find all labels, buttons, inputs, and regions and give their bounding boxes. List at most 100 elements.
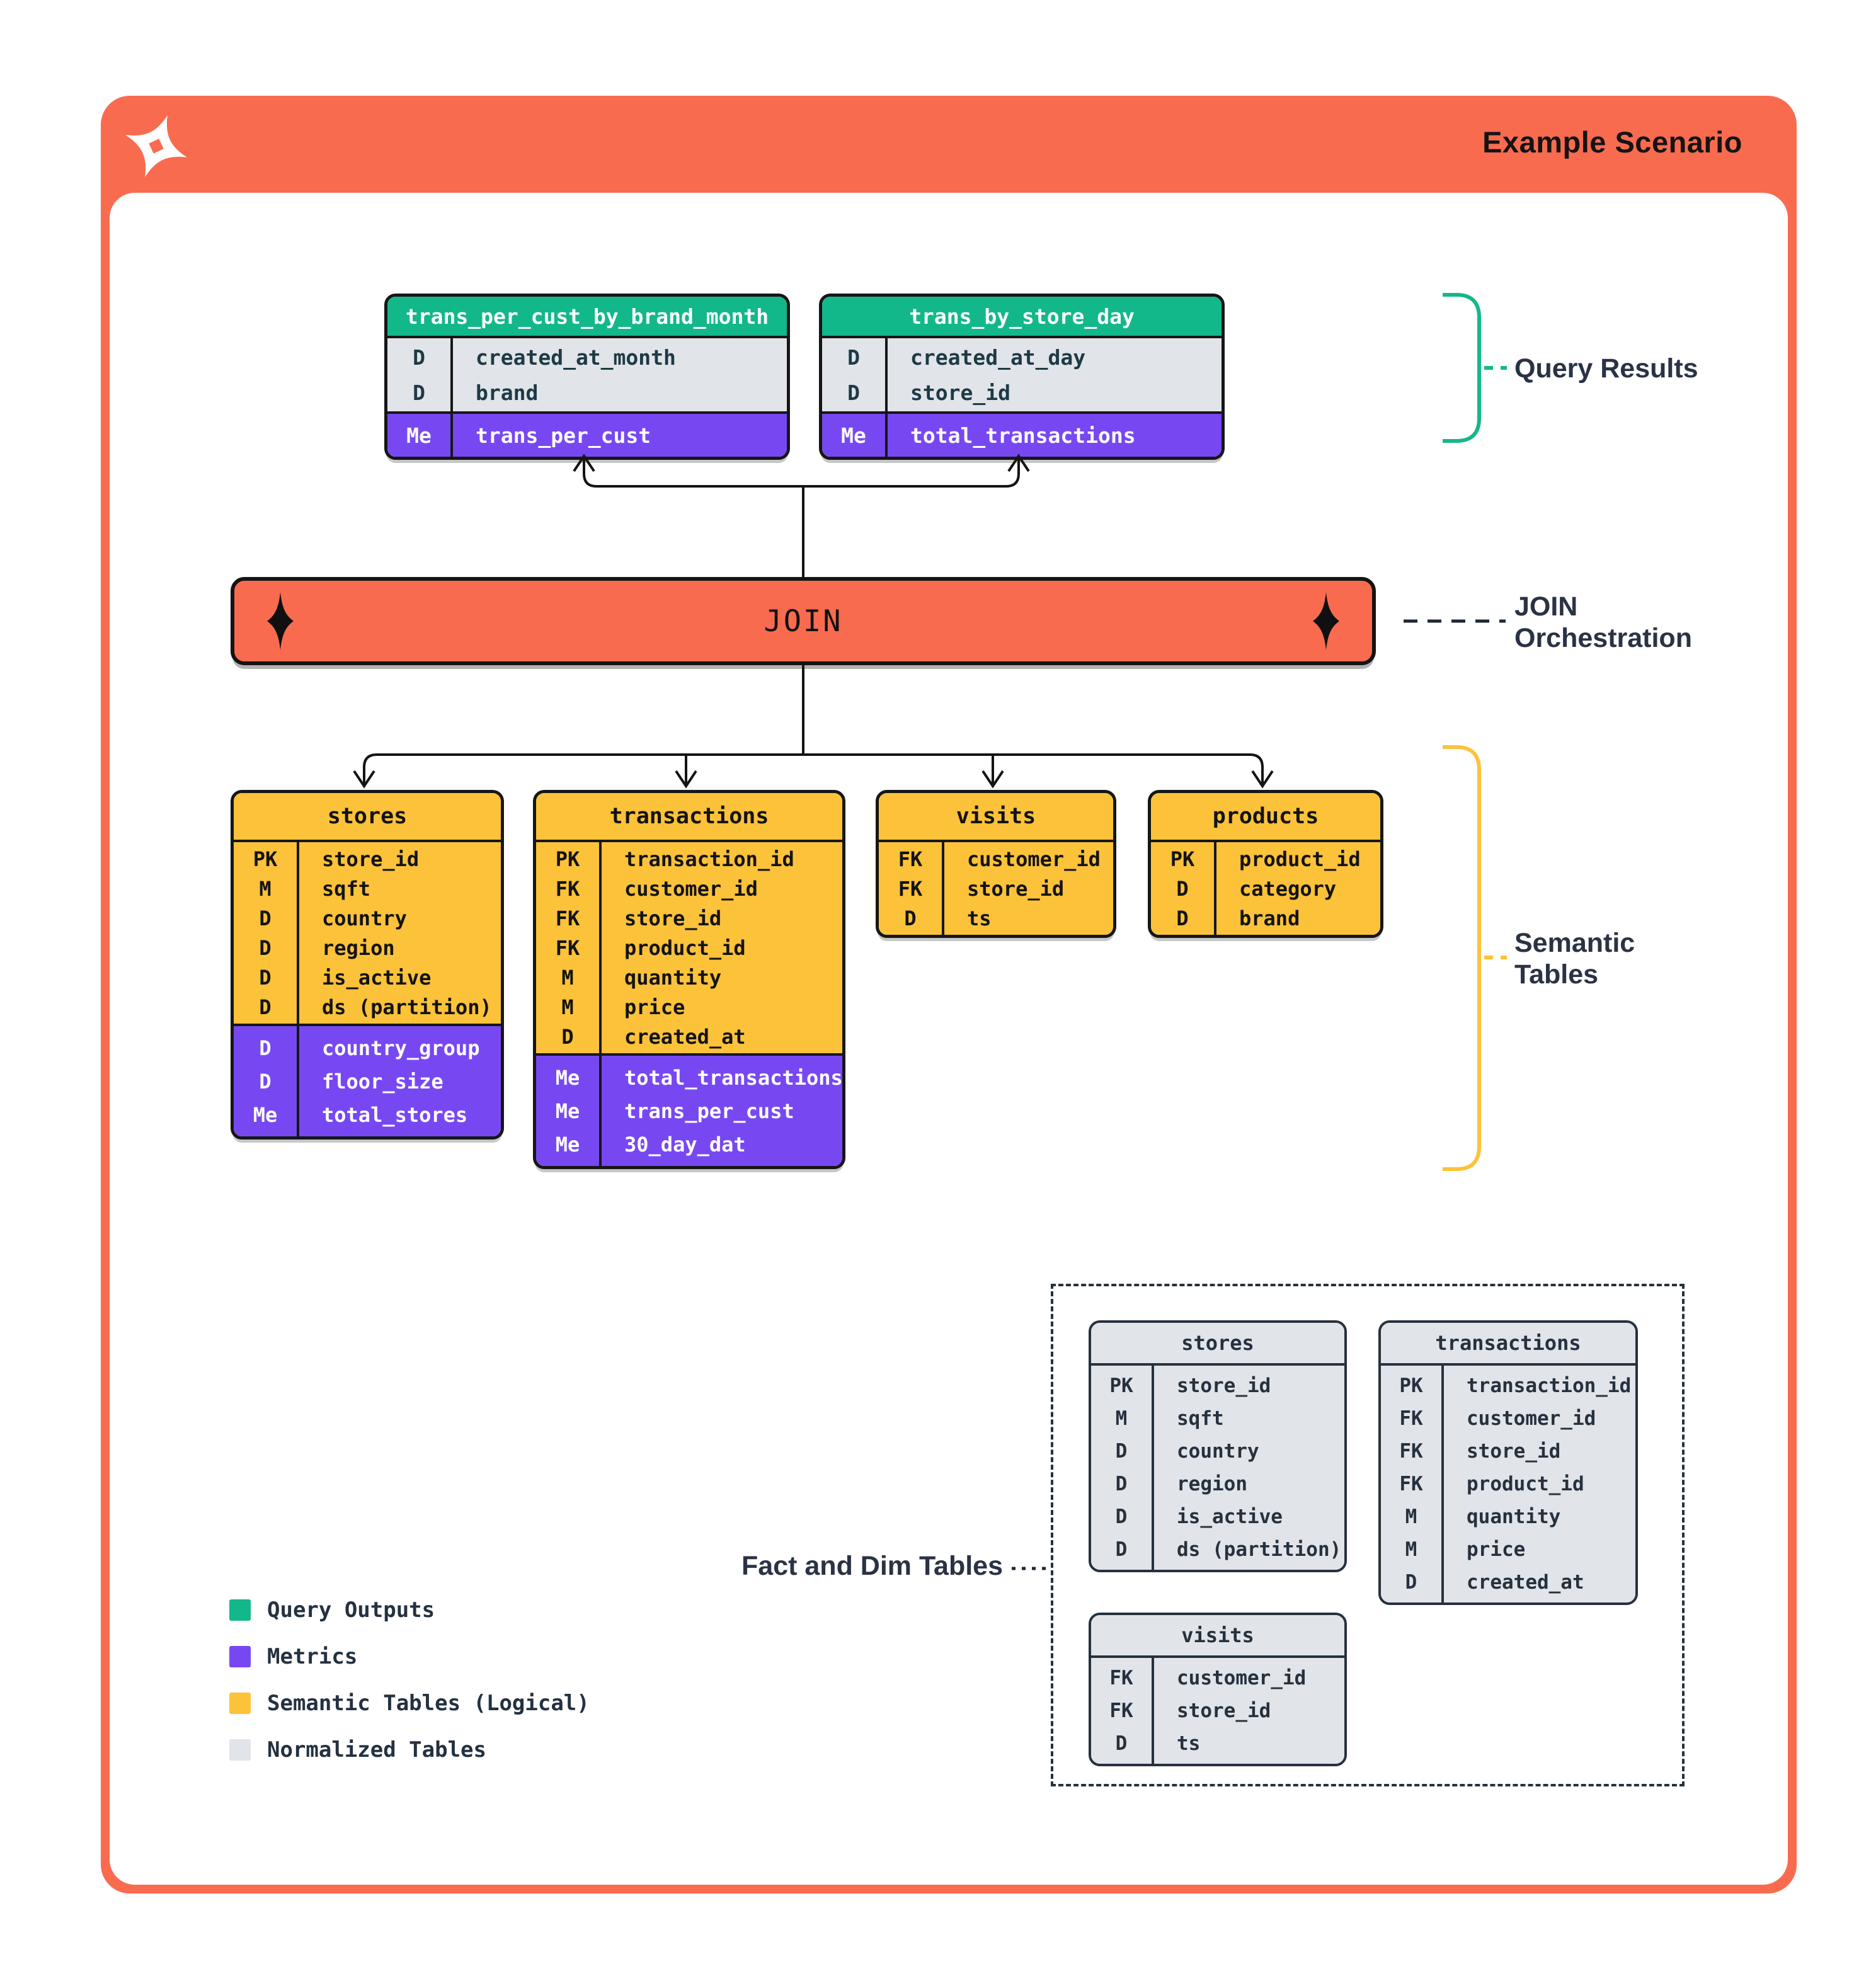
table-title: trans_by_store_day	[822, 297, 1222, 338]
field-key: FK	[1109, 1700, 1133, 1722]
legend-label: Semantic Tables (Logical)	[267, 1691, 590, 1716]
field-key: D	[1176, 876, 1189, 901]
field-name: quantity	[624, 965, 722, 990]
field-name: trans_per_cust	[476, 423, 651, 448]
pinwheel-star-logo-icon	[123, 113, 189, 179]
field-name: sqft	[322, 876, 371, 901]
join-orchestration-label: JOIN Orchestration	[1514, 591, 1692, 654]
semantic-tables-label-line2: Tables	[1514, 959, 1599, 990]
semantic-tables-label-line1: Semantic	[1514, 928, 1635, 958]
legend: Query Outputs Metrics Semantic Tables (L…	[229, 1597, 590, 1762]
field-key: M	[561, 965, 574, 990]
field-name: quantity	[1467, 1505, 1561, 1528]
page-title: Example Scenario	[1482, 125, 1742, 159]
table-row: FK store_id	[536, 903, 842, 933]
table-title: products	[1151, 793, 1380, 842]
field-name: total_transactions	[910, 423, 1136, 448]
field-name: store_id	[624, 906, 722, 930]
field-name: product_id	[1467, 1473, 1584, 1495]
field-key: D	[259, 965, 272, 990]
field-name: brand	[476, 380, 539, 405]
field-name: store_id	[1177, 1700, 1271, 1722]
field-name: sqft	[1177, 1407, 1224, 1430]
field-key: D	[259, 935, 272, 960]
field-name: country	[322, 906, 407, 930]
field-key: D	[1176, 906, 1189, 930]
field-key: D	[259, 1036, 272, 1060]
sparkle-diamond-icon	[1313, 592, 1339, 650]
fact-dim-container	[1051, 1284, 1685, 1786]
field-name: is_active	[1177, 1505, 1283, 1528]
field-name: price	[624, 995, 685, 1019]
field-key: FK	[555, 906, 580, 930]
field-key: FK	[555, 876, 580, 901]
field-key: D	[847, 380, 860, 405]
field-name: created_at	[1467, 1571, 1584, 1594]
field-key: D	[1115, 1473, 1128, 1495]
field-name: ts	[967, 906, 992, 930]
field-name: ds (partition)	[1177, 1538, 1342, 1561]
legend-item-semantic-tables: Semantic Tables (Logical)	[229, 1691, 590, 1716]
field-key: D	[259, 906, 272, 930]
join-label: JOIN	[764, 603, 843, 639]
field-name: region	[1177, 1473, 1247, 1495]
field-name: created_at_day	[910, 345, 1086, 370]
join-orchestration-label-line2: Orchestration	[1514, 623, 1692, 653]
field-name: ts	[1177, 1732, 1201, 1755]
table-row: FK store_id	[1091, 1694, 1344, 1727]
field-name: store_id	[967, 876, 1065, 901]
field-name: is_active	[322, 965, 432, 990]
field-key: D	[904, 906, 917, 930]
field-name: country_group	[322, 1036, 480, 1060]
field-key: M	[1405, 1505, 1417, 1528]
field-key: FK	[898, 847, 923, 871]
field-key: PK	[1170, 847, 1195, 871]
field-key: Me	[253, 1102, 278, 1127]
field-key: D	[561, 1024, 574, 1049]
field-key: PK	[253, 847, 278, 871]
join-orchestration-label-line1: JOIN	[1514, 591, 1578, 622]
field-key: PK	[1109, 1374, 1133, 1397]
legend-label: Normalized Tables	[267, 1737, 486, 1762]
table-title: visits	[1091, 1615, 1344, 1658]
field-name: store_id	[910, 380, 1010, 405]
field-name: price	[1467, 1538, 1526, 1561]
field-name: category	[1239, 876, 1337, 901]
field-name: 30_day_dat	[624, 1132, 746, 1157]
table-title: stores	[234, 793, 501, 842]
